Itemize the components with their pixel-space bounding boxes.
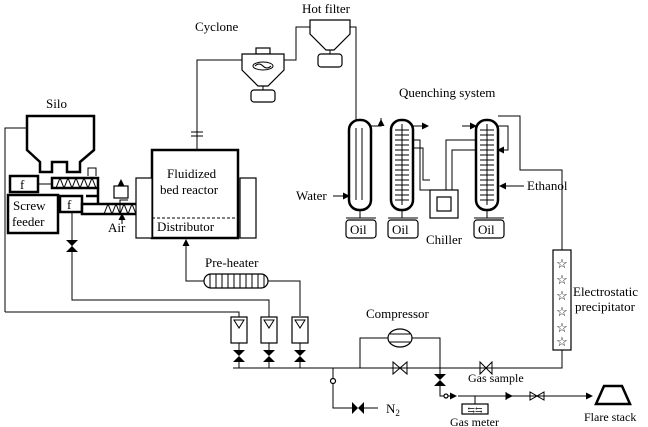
silo (25, 114, 96, 174)
gas-meter: ⇆⇆ (461, 403, 489, 415)
cyclone (241, 47, 285, 103)
svg-text:☆: ☆ (556, 334, 568, 349)
electrostatic-precipitator: ☆ ☆ ☆ ☆ ☆ ☆ (552, 249, 572, 351)
fluidized-bed-reactor (135, 148, 257, 240)
pipe-rotameter3-preheater (268, 280, 301, 316)
silo-label: Silo (46, 96, 67, 111)
rotameter-2 (260, 316, 278, 344)
valve-rotameter-1 (233, 350, 245, 362)
valve-n2 (352, 402, 364, 414)
air-inlet (119, 199, 128, 214)
air-label: Air (108, 220, 126, 235)
pipe-col1-col2 (371, 119, 385, 127)
oil-pot-1 (345, 217, 377, 239)
hot-filter (309, 19, 351, 68)
main-gas-line (233, 350, 563, 369)
quench-column-3 (474, 118, 500, 218)
oil-label-2: Oil (392, 222, 409, 237)
gas-sample-valve (479, 360, 493, 376)
reactor-label-1: Fluidized (167, 166, 217, 181)
oil-label-1: Oil (350, 222, 367, 237)
feeder-f1-label: f (20, 177, 25, 192)
water-label: Water (296, 188, 327, 203)
valve-feeder-line (66, 240, 78, 252)
recycle-line-rotameter1 (5, 311, 240, 317)
preheater-label: Pre-heater (205, 255, 259, 270)
gas-sample-label: Gas sample (468, 371, 524, 385)
quench-column-1 (347, 118, 373, 218)
screw-feeder-label-1: Screw (13, 198, 46, 213)
chiller-label: Chiller (426, 232, 463, 247)
screw-conveyor-bottom (80, 188, 154, 216)
feeder-f2-label: f (67, 197, 72, 212)
esp-label-line1: Electrostatic (573, 284, 638, 299)
gas-meter-label: Gas meter (450, 415, 499, 427)
esp-label-line2: precipitator (575, 299, 636, 314)
line-rotameter2-feeder (71, 212, 270, 317)
screw-feeder (6, 193, 60, 235)
svg-text:☆: ☆ (556, 320, 568, 335)
ethanol-label: Ethanol (527, 178, 568, 193)
hot-filter-label: Hot filter (302, 1, 351, 16)
distributor-label: Distributor (157, 219, 215, 234)
cyclone-label: Cyclone (195, 19, 239, 34)
svg-text:☆: ☆ (556, 256, 568, 271)
recycle-line-silo (4, 127, 27, 312)
svg-text:☆: ☆ (556, 304, 568, 319)
rotameter-3 (291, 316, 309, 344)
chiller-line-2 (413, 147, 430, 181)
pipe-cyclone-hotfilter (284, 26, 310, 61)
pipe-reactor-cyclone (196, 59, 242, 150)
svg-text:☆: ☆ (556, 288, 568, 303)
pipe-hotfilter-quench (350, 26, 357, 120)
pipe-preheater-reactor (182, 239, 204, 282)
quench-column-2 (389, 118, 415, 218)
chiller-line-1 (413, 139, 430, 191)
flare-stack (594, 384, 632, 406)
n2-line (332, 368, 352, 409)
chiller-line-3 (445, 139, 476, 190)
oil-label-3: Oil (478, 222, 495, 237)
oil-pot-2 (387, 217, 419, 239)
pipe-quench-esp (498, 115, 563, 250)
reactor-label-2: bed reactor (160, 182, 219, 197)
compressor (387, 328, 413, 348)
pre-heater (203, 273, 269, 289)
compressor-bypass-valve (392, 360, 408, 376)
rotameter-1 (230, 316, 248, 344)
svg-text:☆: ☆ (556, 272, 568, 287)
svg-text:⇆⇆: ⇆⇆ (467, 405, 483, 415)
screw-feeder-label-2: feeder (12, 214, 45, 229)
n2-label: N2 (386, 401, 400, 418)
flare-stack-label: Flare stack (584, 410, 636, 424)
valve-rotameter-3 (294, 350, 306, 362)
valve-rotameter-2 (263, 350, 275, 362)
oil-pot-3 (473, 217, 505, 239)
quenching-system-label: Quenching system (399, 85, 495, 100)
valve-gas-meter (434, 374, 446, 386)
compressor-label: Compressor (366, 306, 430, 321)
chiller (429, 189, 459, 219)
screw-conveyor-top (50, 167, 100, 190)
